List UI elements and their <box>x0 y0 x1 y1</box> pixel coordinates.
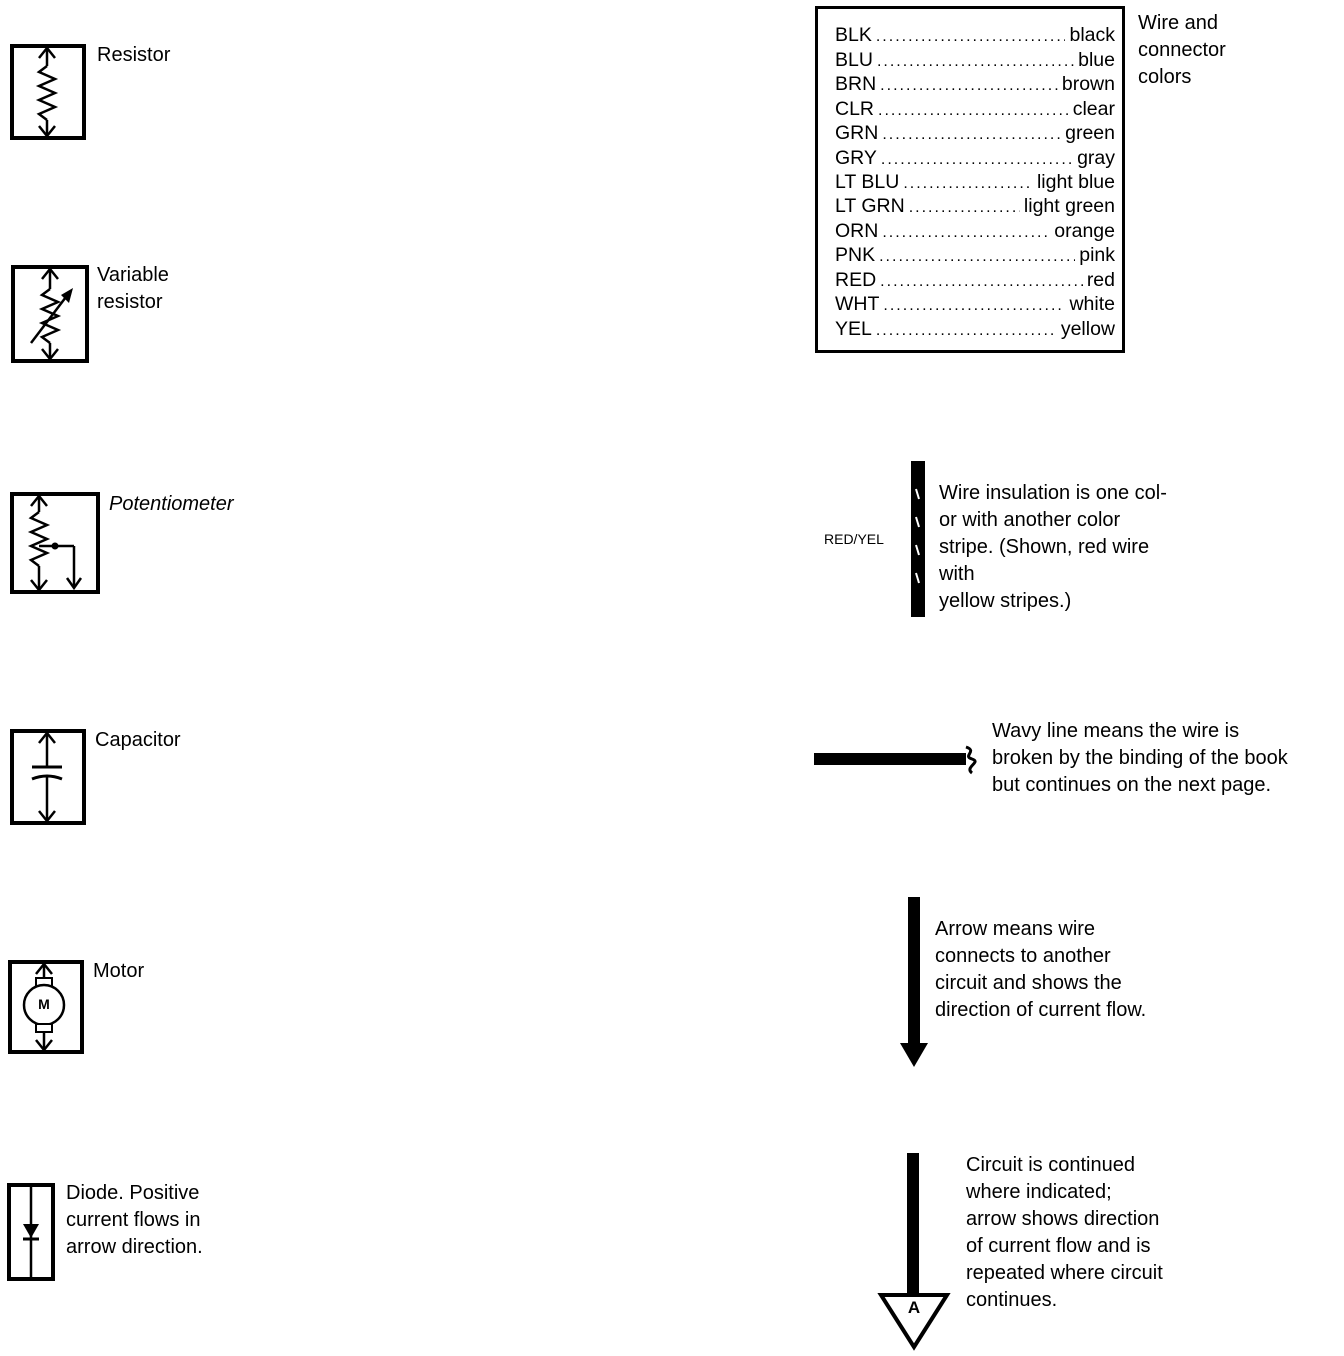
continuation-description: Circuit is continued where indicated; ar… <box>966 1154 1163 1311</box>
arrow-description: Arrow means wire connects to another cir… <box>935 918 1147 1021</box>
resistor-symbol <box>10 44 86 140</box>
diode-label: Diode. Positive current flows in arrow d… <box>66 1182 203 1258</box>
color-row: BLKblack <box>835 23 1115 47</box>
capacitor-symbol <box>10 729 86 825</box>
color-row: CLRclear <box>835 97 1115 121</box>
variable-resistor-symbol <box>11 265 89 363</box>
wavy-break-wire-symbol <box>814 745 977 775</box>
variable-resistor-label: Variable resistor <box>97 264 169 313</box>
motor-label: Motor <box>93 960 145 982</box>
color-row: ORNorange <box>835 219 1115 243</box>
capacitor-label: Capacitor <box>95 729 181 751</box>
color-row: LT BLUlight blue <box>835 170 1115 194</box>
wire-color-legend: BLKblack BLUblue BRNbrown CLRclear GRNgr… <box>815 6 1125 353</box>
diode-symbol <box>7 1183 55 1281</box>
striped-wire-description: Wire insulation is one col- or with anot… <box>939 482 1167 612</box>
color-row: WHTwhite <box>835 292 1115 316</box>
motor-symbol <box>8 960 84 1054</box>
resistor-label: Resistor <box>97 44 171 66</box>
motor-letter: M <box>38 996 50 1012</box>
color-row: GRNgreen <box>835 121 1115 145</box>
striped-wire-label: RED/YEL <box>824 531 884 547</box>
circuit-continuation-symbol <box>877 1153 951 1351</box>
color-row: LT GRNlight green <box>835 194 1115 218</box>
wire-colors-caption: Wire and connector colors <box>1138 12 1226 88</box>
potentiometer-symbol <box>10 492 100 594</box>
color-row: PNKpink <box>835 243 1115 267</box>
color-row: GRYgray <box>835 146 1115 170</box>
wavy-line-description: Wavy line means the wire is broken by th… <box>992 720 1288 796</box>
striped-wire-symbol <box>911 461 925 617</box>
continuation-letter: A <box>907 1298 921 1317</box>
color-row: YELyellow <box>835 317 1115 341</box>
color-row: BLUblue <box>835 48 1115 72</box>
color-row: BRNbrown <box>835 72 1115 96</box>
potentiometer-label: Potentiometer <box>109 493 234 515</box>
current-flow-arrow-symbol <box>900 897 928 1067</box>
color-row: REDred <box>835 268 1115 292</box>
